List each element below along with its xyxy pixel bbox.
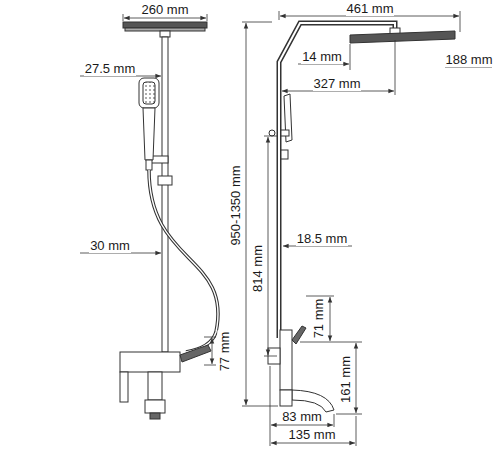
riser-pipe-front xyxy=(162,37,168,352)
dimension-lines xyxy=(350,44,351,70)
dimension-label: 14 mm xyxy=(301,49,343,64)
dimension-lines xyxy=(283,246,352,247)
hand-shower-front xyxy=(143,108,155,160)
dimension-lines xyxy=(207,14,208,21)
mixer-front xyxy=(180,345,211,362)
riser-pipe-front xyxy=(158,176,172,185)
dimension-lines xyxy=(280,16,459,17)
dimension-lines xyxy=(124,18,206,19)
dimension-lines xyxy=(330,297,331,341)
dimension-lines xyxy=(268,137,269,355)
dimension-label: 950-1350 mm xyxy=(228,164,243,246)
overhead-shower-front xyxy=(123,22,207,28)
hand-shower-front xyxy=(143,82,155,104)
hand-shower-front xyxy=(146,160,152,170)
hand-shower-side xyxy=(281,130,289,136)
hand-shower-front xyxy=(139,78,159,108)
dimension-lines xyxy=(306,296,334,297)
dimension-label: 327 mm xyxy=(313,76,362,91)
dimension-lines xyxy=(298,64,349,65)
dimension-lines xyxy=(356,416,357,446)
overhead-shower-side xyxy=(350,28,455,43)
hose xyxy=(149,170,218,352)
hand-shower-side xyxy=(269,130,275,136)
dimension-lines xyxy=(242,11,492,446)
dimension-label: 18.5 mm xyxy=(296,231,349,246)
hose xyxy=(149,170,218,352)
dimension-lines xyxy=(212,338,213,364)
dimension-lines xyxy=(264,136,277,137)
dimension-lines xyxy=(80,76,161,77)
overhead-shower-front xyxy=(123,22,207,37)
dimension-label: 71 mm xyxy=(311,297,326,339)
dimension-label: 77 mm xyxy=(217,330,232,372)
dimension-lines xyxy=(80,14,207,253)
dimension-label: 30 mm xyxy=(89,238,131,253)
dimension-label: 83 mm xyxy=(281,409,323,424)
dimension-lines xyxy=(279,11,280,20)
dimension-label: 260 mm xyxy=(141,2,190,17)
dimension-lines xyxy=(356,343,357,413)
mixer-front xyxy=(120,352,180,372)
dimension-lines xyxy=(123,14,124,21)
hand-shower-front xyxy=(139,78,159,170)
dimension-lines xyxy=(271,425,333,426)
dimension-label: 814 mm xyxy=(250,244,265,293)
mixer-side xyxy=(292,326,306,344)
dimension-lines xyxy=(204,337,216,338)
dimension-lines xyxy=(242,406,278,407)
dimension-lines xyxy=(246,23,247,405)
overhead-shower-side xyxy=(350,31,455,43)
dimension-lines xyxy=(460,11,461,32)
hose xyxy=(149,170,218,352)
dimension-lines xyxy=(270,366,271,446)
dimension-lines xyxy=(204,365,216,366)
dimension-lines xyxy=(80,253,161,254)
mixer-side xyxy=(280,330,292,390)
dimension-lines xyxy=(271,443,355,444)
hand-shower-side xyxy=(269,94,292,159)
hand-shower-side xyxy=(281,150,288,159)
dimension-label: 135 mm xyxy=(288,427,337,442)
dimension-label: 188 mm xyxy=(445,52,494,67)
mixer-front xyxy=(150,413,160,419)
dimension-label: 27.5 mm xyxy=(84,61,137,76)
dimension-lines xyxy=(336,414,362,415)
mixer-front xyxy=(145,400,165,413)
mixer-front xyxy=(120,345,211,419)
dimension-lines xyxy=(300,342,362,343)
mixer-front xyxy=(148,372,162,400)
overhead-shower-front xyxy=(160,31,170,37)
mixer-front xyxy=(120,372,128,402)
dimension-lines xyxy=(264,356,277,357)
riser-pipe-side xyxy=(279,23,395,338)
dimension-lines xyxy=(204,337,216,365)
dimension-label: 161 mm xyxy=(338,355,353,404)
dimension-lines xyxy=(242,22,272,23)
mixer-side xyxy=(280,390,292,406)
dimension-lines xyxy=(395,40,396,95)
dimension-lines xyxy=(445,67,492,68)
riser-pipe-side xyxy=(279,23,395,338)
dimension-lines xyxy=(282,91,394,92)
dimension-label: 461 mm xyxy=(346,1,395,16)
riser-pipe-side xyxy=(279,23,395,338)
